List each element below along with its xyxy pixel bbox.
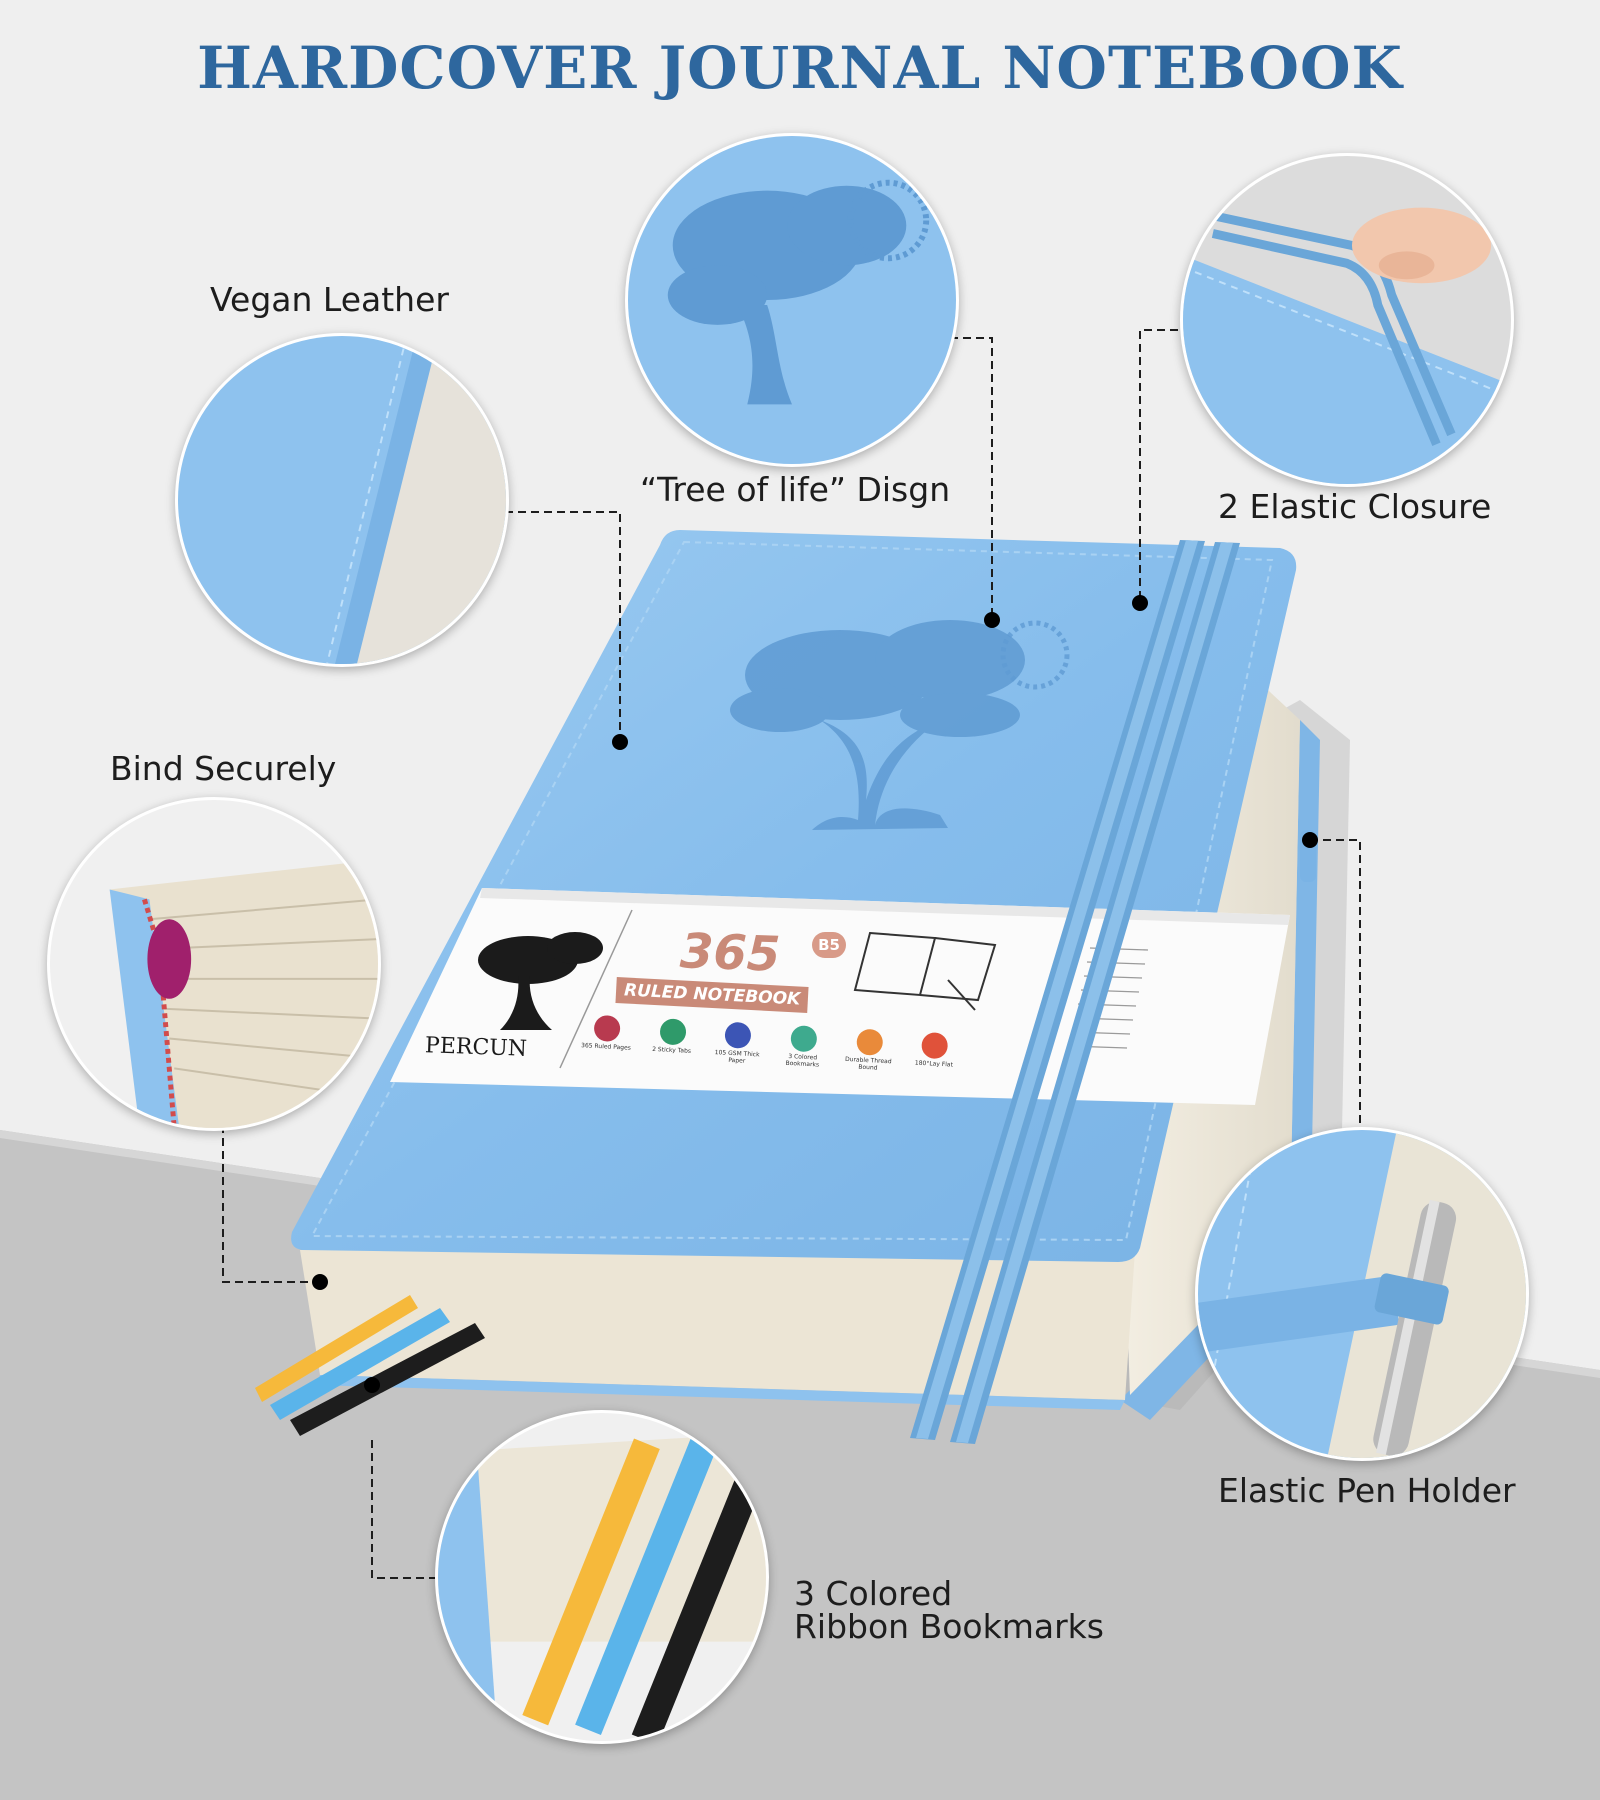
lay-flat-icon bbox=[921, 1031, 949, 1060]
open-book-sketch bbox=[853, 931, 997, 1011]
label-bind-securely: Bind Securely bbox=[110, 749, 337, 788]
band-icon-4: Durable Thread Bound bbox=[842, 1028, 896, 1073]
page-title: HARDCOVER JOURNAL NOTEBOOK bbox=[197, 34, 1403, 102]
band-icon-label: 365 Ruled Pages bbox=[580, 1042, 632, 1052]
tree-of-life-emboss bbox=[730, 620, 1025, 830]
paper-icon bbox=[724, 1021, 752, 1049]
ribbon-bookmarks bbox=[255, 1295, 485, 1436]
band-icon-3: 3 Colored Bookmarks bbox=[776, 1024, 830, 1069]
label-bookmarks-line1: 3 Colored bbox=[794, 1574, 953, 1613]
size-badge: B5 bbox=[812, 932, 846, 958]
label-vegan-leather: Vegan Leather bbox=[210, 280, 449, 319]
label-pen-holder: Elastic Pen Holder bbox=[1218, 1471, 1516, 1510]
thread-bound-icon bbox=[855, 1028, 883, 1056]
label-bookmarks-line2: Ribbon Bookmarks bbox=[794, 1607, 1104, 1646]
label-tree-of-life: “Tree of life” Disgn bbox=[640, 470, 951, 509]
brand-name: PERCUN bbox=[424, 1033, 528, 1062]
bind-securely-detail bbox=[47, 797, 381, 1131]
band-number: 365 bbox=[679, 923, 782, 983]
band-icon-5: 180°Lay Flat bbox=[908, 1031, 962, 1076]
pages-icon bbox=[593, 1014, 621, 1043]
vegan-leather-detail bbox=[175, 333, 509, 667]
band-icon-label: 2 Sticky Tabs bbox=[651, 1045, 692, 1055]
band-icon-label: Durable Thread Bound bbox=[844, 1055, 892, 1072]
bookmark-icon bbox=[790, 1025, 818, 1053]
band-icon-2: 105 GSM Thick Paper bbox=[711, 1021, 765, 1066]
label-elastic-closure: 2 Elastic Closure bbox=[1218, 487, 1492, 526]
sticky-tabs-icon bbox=[658, 1018, 687, 1046]
ribbon-bookmarks-detail bbox=[435, 1410, 769, 1744]
back-cover bbox=[1120, 720, 1320, 1420]
band-icon-1: 2 Sticky Tabs bbox=[645, 1018, 699, 1063]
band-icon-label: 3 Colored Bookmarks bbox=[785, 1052, 820, 1069]
pen-loop bbox=[1300, 830, 1316, 882]
band-icon-label: 105 GSM Thick Paper bbox=[714, 1049, 760, 1065]
percun-tree-logo bbox=[478, 932, 603, 1030]
band-icon-0: 365 Ruled Pages bbox=[580, 1014, 634, 1059]
elastic-closure-detail bbox=[1180, 153, 1514, 487]
band-icon-label: 180°Lay Flat bbox=[914, 1059, 954, 1069]
page-block-bottom bbox=[300, 1250, 1135, 1400]
pen-holder-detail bbox=[1195, 1127, 1529, 1461]
elastic-closure-bands bbox=[910, 540, 1240, 1444]
tree-of-life-detail bbox=[625, 133, 959, 467]
